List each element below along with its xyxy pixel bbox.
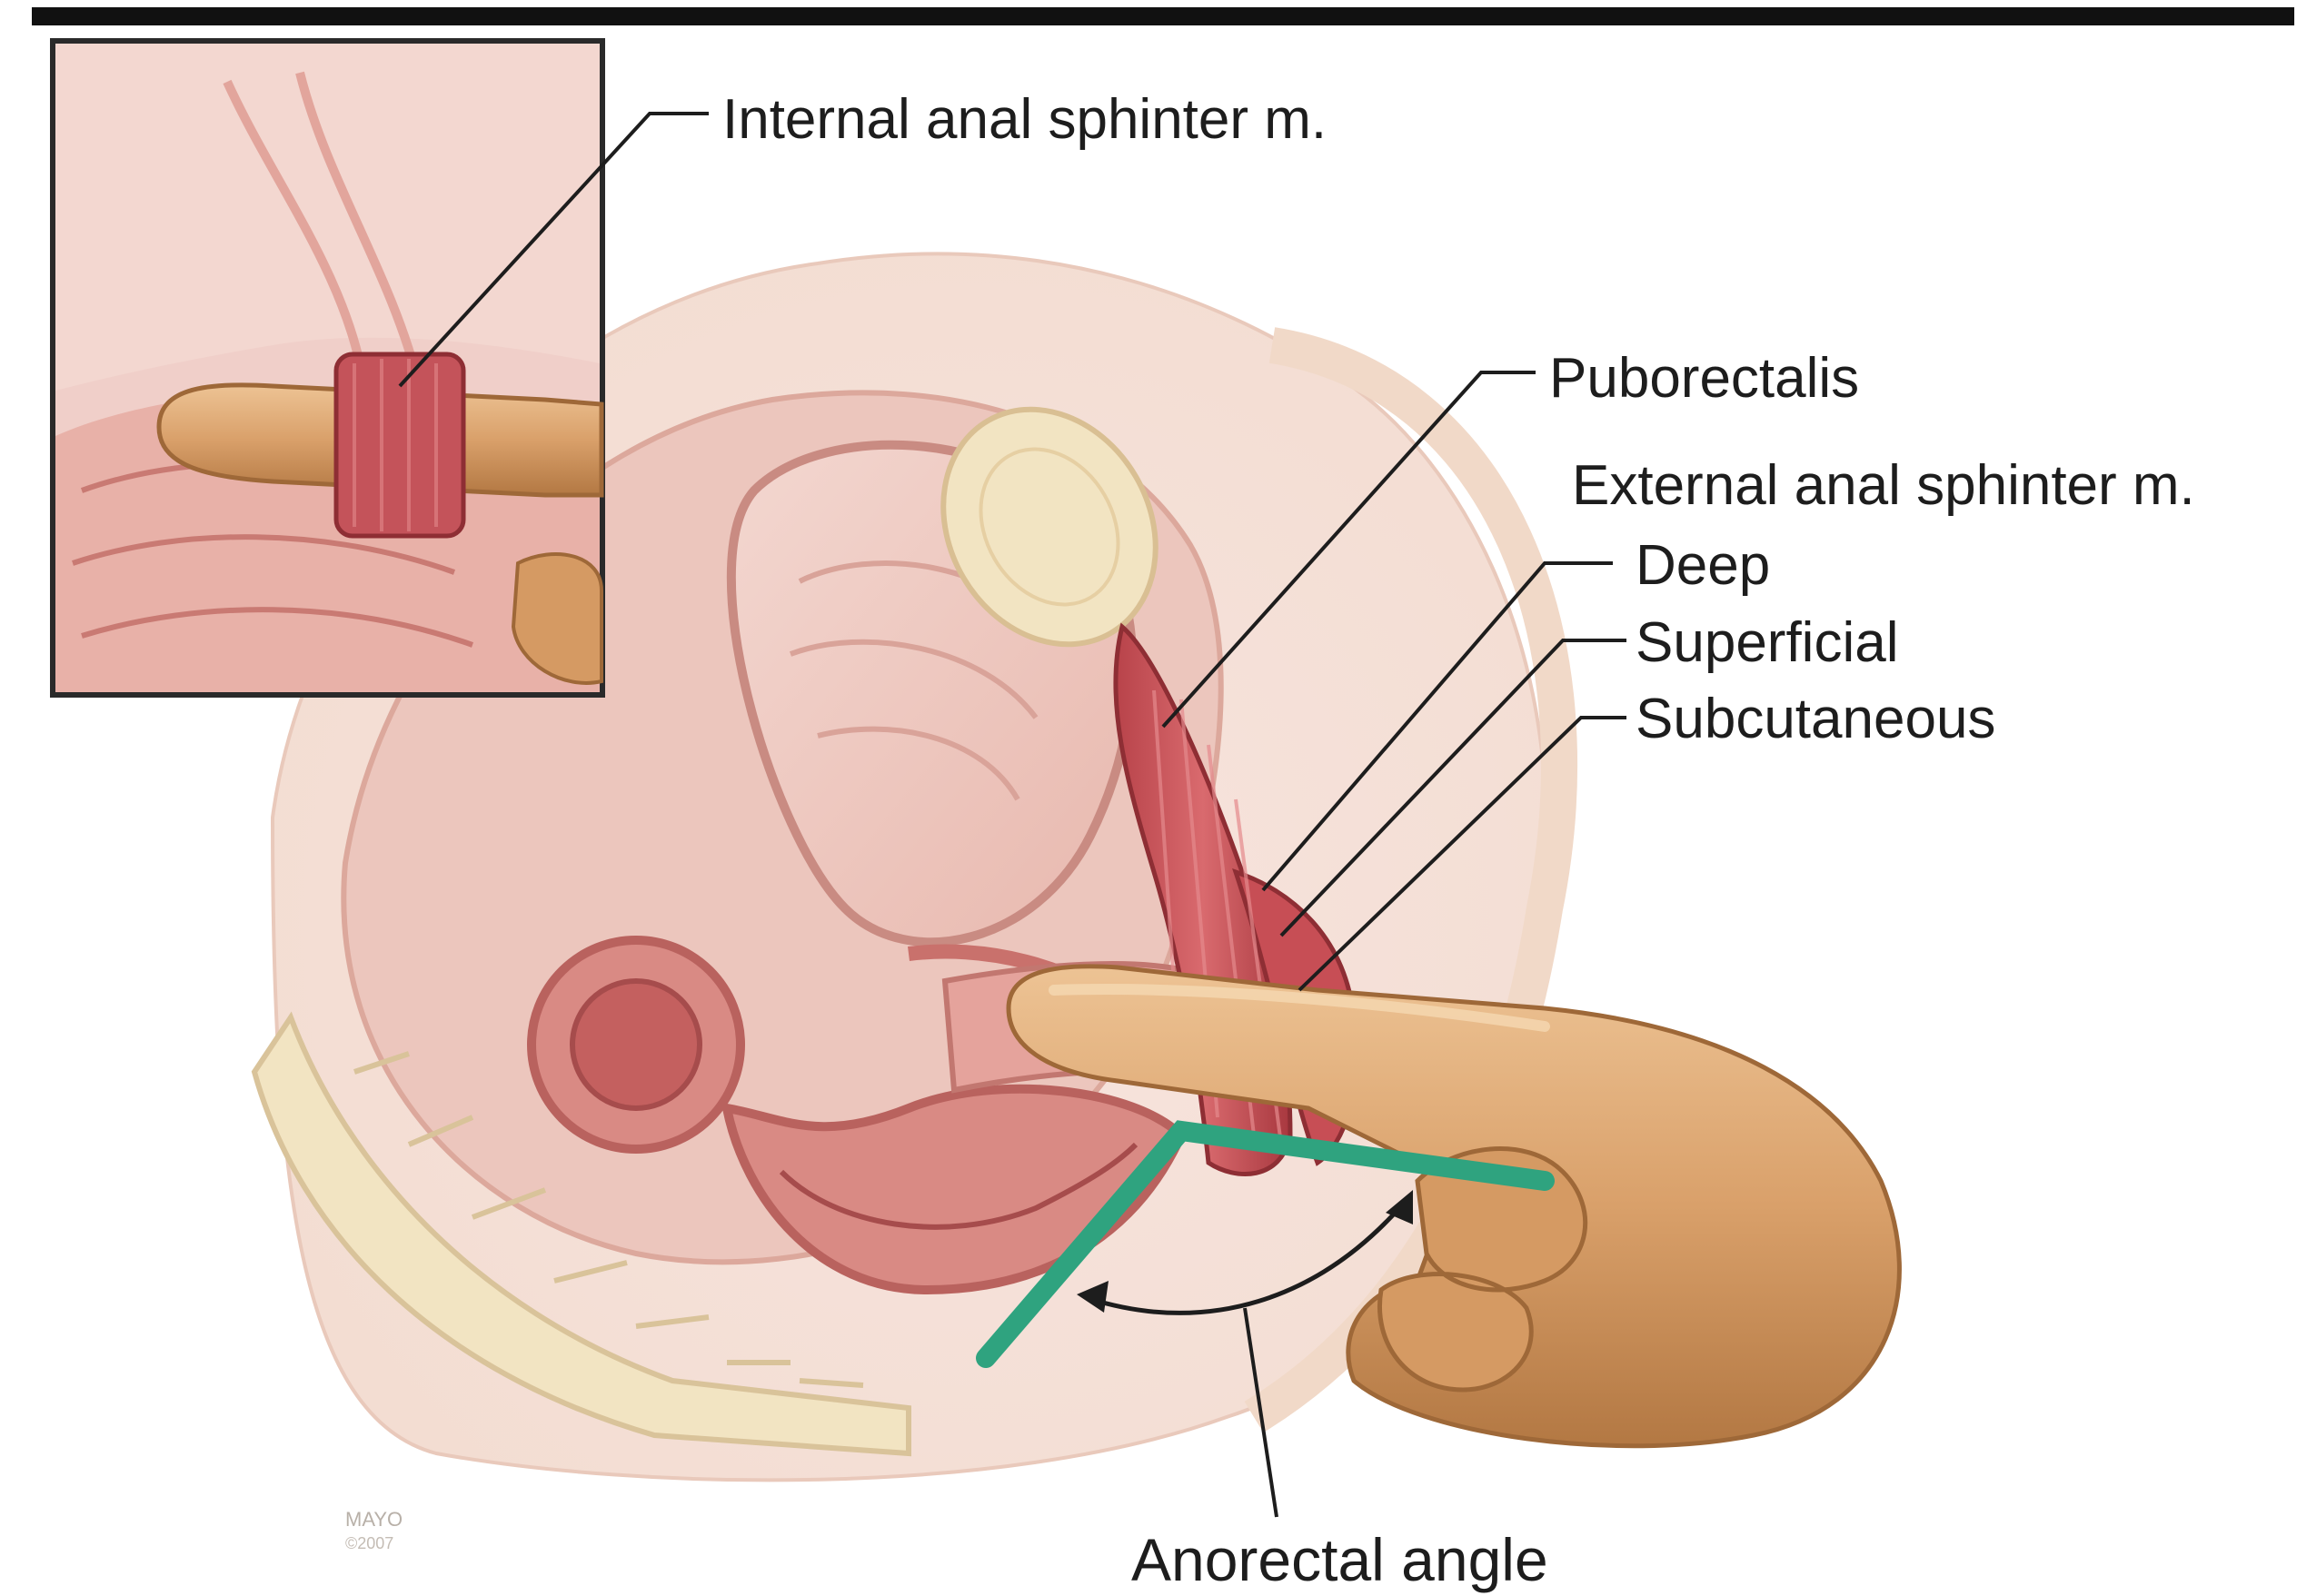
inset-panel xyxy=(53,41,602,695)
label-anorectal-angle: Anorectal angle xyxy=(1131,1526,1548,1593)
label-subcutaneous: Subcutaneous xyxy=(1636,688,1995,750)
top-border-bar xyxy=(32,7,2294,25)
watermark-year: ©2007 xyxy=(345,1534,393,1552)
label-deep: Deep xyxy=(1636,534,1770,597)
label-superficial: Superficial xyxy=(1636,611,1898,674)
watermark-mayo: MAYO xyxy=(345,1508,403,1531)
label-internal-sphincter: Internal anal sphinter m. xyxy=(722,88,1327,151)
label-external-sphincter: External anal sphinter m. xyxy=(1572,454,2195,517)
label-puborectalis: Puborectalis xyxy=(1549,347,1859,410)
